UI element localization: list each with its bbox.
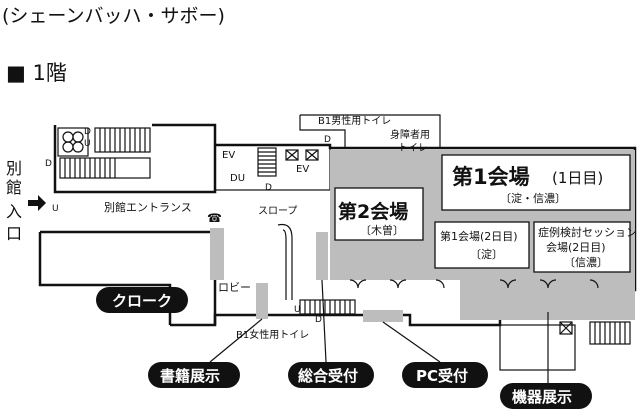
ev-label-2: EV <box>296 164 309 175</box>
case-session-sub: 〔信濃〕 <box>564 255 608 269</box>
d-label-4: D <box>324 135 331 145</box>
tag-books-label: 書籍展示 <box>160 367 220 385</box>
room-hall1: 第1会場 (1日目) 〔淀・信濃〕 <box>441 154 631 211</box>
hall-doors <box>349 279 599 289</box>
tag-pc-label: PC受付 <box>416 367 468 385</box>
ev-label-1: EV <box>222 150 235 161</box>
lobby-label: ロビー <box>218 281 251 294</box>
entrance-arrow-icon <box>28 195 46 211</box>
du-label: DU <box>230 173 245 184</box>
annex-stairs <box>59 127 151 179</box>
phone-icon: ☎ <box>207 211 222 225</box>
books-stand <box>256 283 268 319</box>
pc-desk <box>363 310 403 322</box>
accessible-label-1: 身障者用 <box>390 128 430 141</box>
b1-mens-label: B1男性用トイレ <box>318 114 391 127</box>
tag-pc: PC受付 <box>402 362 488 388</box>
u-label-3: U <box>294 305 301 315</box>
slope-ramp <box>277 223 293 300</box>
case-session-line2: 会場(2日目) <box>546 241 606 254</box>
venue-title: (シェーンバッハ・サボー) <box>2 5 225 27</box>
u-label-1: U <box>84 139 91 149</box>
reception-desk <box>316 232 328 280</box>
d-label-1: D <box>84 127 91 137</box>
room-case-session: 症例検討セッション 会場(2日目) 〔信濃〕 <box>533 221 637 273</box>
hall2-sub: 〔木曽〕 <box>360 223 404 237</box>
hall1-name: 第1会場 <box>452 165 530 189</box>
tag-reception-label: 総合受付 <box>298 367 358 385</box>
d-label-2: D <box>45 159 52 169</box>
tag-equipment: 機器展示 <box>500 383 592 409</box>
annex-elevator-block <box>57 127 89 157</box>
hall1-day2-sub: 〔淀〕 <box>470 247 503 261</box>
u-label-2: U <box>52 204 59 214</box>
tag-books: 書籍展示 <box>148 362 240 388</box>
b1-stairs <box>299 299 356 315</box>
annex-entrance-text: 別館エントランス <box>104 200 192 214</box>
entrance-char-3: 入 <box>6 202 22 221</box>
hall2-name: 第2会場 <box>338 200 408 223</box>
hall1-days: (1日目) <box>552 169 603 187</box>
slope-label: スロープ <box>258 205 297 217</box>
d-label-3: D <box>265 183 272 193</box>
room-hall1-day2: 第1会場(2日目) 〔淀〕 <box>434 221 530 269</box>
hall1-sub: 〔淀・信濃〕 <box>500 191 566 205</box>
tag-equipment-label: 機器展示 <box>512 388 572 406</box>
annex-entrance-label: 別 館 入 口 <box>6 159 22 243</box>
hall1-day2-name: 第1会場(2日目) <box>440 229 518 243</box>
entrance-char-1: 別 <box>6 159 22 178</box>
entrance-char-2: 館 <box>6 178 22 197</box>
case-session-line1: 症例検討セッション <box>538 225 637 239</box>
tag-reception: 総合受付 <box>288 362 374 388</box>
floor-label: ■ 1階 <box>6 61 67 85</box>
entrance-char-4: 口 <box>6 224 22 243</box>
accessible-label-2: トイレ <box>398 143 428 154</box>
lower-stairs <box>499 321 631 371</box>
leader-lines <box>209 279 549 383</box>
room-hall2: 第2会場 〔木曽〕 <box>334 187 424 241</box>
cloak-counter <box>210 228 224 280</box>
d-label-5: D <box>315 315 322 325</box>
b1-womens-label: B1女性用トイレ <box>236 328 309 341</box>
tag-cloak-label: クローク <box>112 292 172 310</box>
tag-cloak: クローク <box>96 287 188 313</box>
